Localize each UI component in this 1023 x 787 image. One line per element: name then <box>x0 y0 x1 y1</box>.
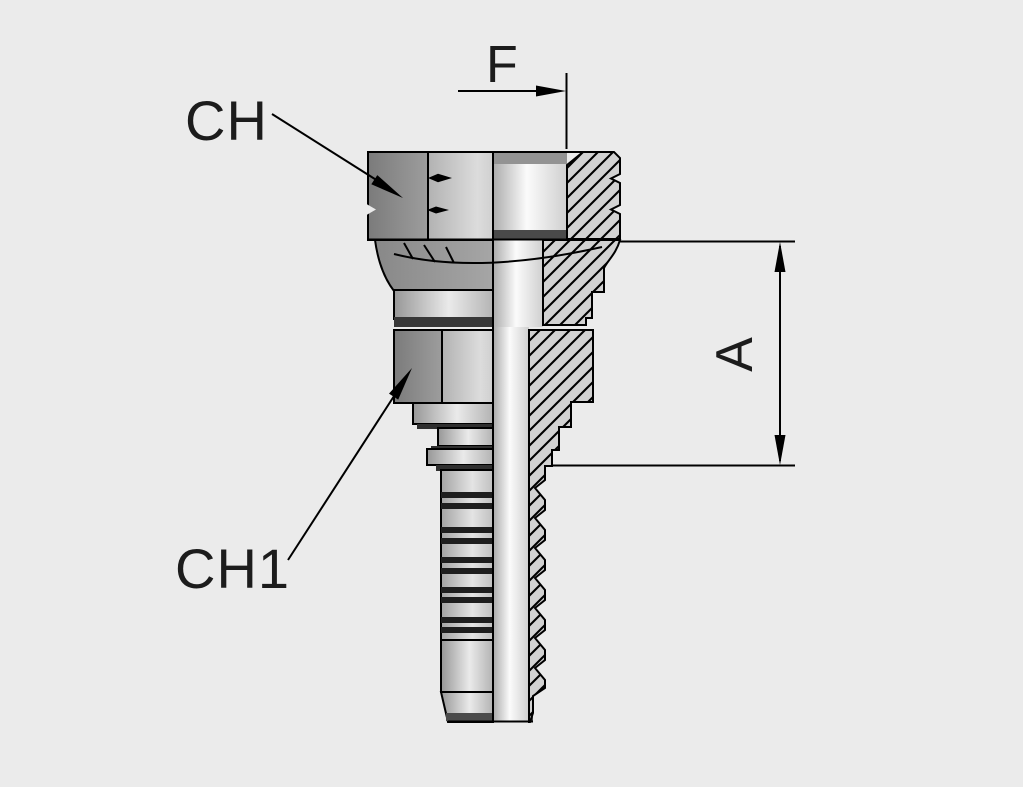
dimension-f-arrowhead-icon <box>536 85 566 97</box>
callout-ch-label: CH <box>185 89 268 152</box>
hose-tail-smooth <box>440 639 494 693</box>
callout-ch1-leader-line <box>287 392 397 561</box>
swivel-nut-skirt <box>373 239 495 292</box>
collar-gap-band <box>417 424 493 429</box>
swivel-ring <box>393 289 495 320</box>
callout-ch1-label: CH1 <box>175 537 290 600</box>
dimension-a-arrowhead-down-icon <box>774 435 786 465</box>
lower-hex-facet-light <box>441 329 494 404</box>
tail-bore <box>494 327 529 722</box>
section-half <box>494 151 622 723</box>
cone-arc <box>393 246 603 264</box>
callout-ch-leader-line <box>271 113 379 182</box>
section-nut-wall <box>566 151 621 240</box>
callout-ch1: CH1 <box>175 368 412 600</box>
section-body <box>542 239 622 326</box>
callout-ch1-arrowhead-icon <box>389 368 412 400</box>
tail-shoulder <box>426 448 494 466</box>
washer-collar <box>412 402 494 425</box>
cone-edge-ticks <box>403 242 455 264</box>
tail-end-band <box>446 713 533 721</box>
shoulder-gap-band <box>436 465 493 471</box>
nut-thread-bore <box>494 163 567 232</box>
section-tail-wall <box>528 329 594 723</box>
dimension-a: A <box>552 240 795 467</box>
thread-mark-diamonds <box>427 173 452 214</box>
dimension-a-label: A <box>706 336 764 372</box>
detail-lines <box>366 151 620 723</box>
swivel-nut-facet-dark <box>367 151 429 241</box>
hose-tail-grooves <box>441 492 493 633</box>
dimension-f-label: F <box>486 36 519 94</box>
stop-collar <box>437 427 494 447</box>
bore-chamfer-band <box>494 152 567 164</box>
swivel-nut-facet-light <box>427 151 495 241</box>
thread-notch-left <box>366 204 376 215</box>
body-bore <box>494 240 543 327</box>
bore-floor-band <box>494 230 567 240</box>
dimension-f: F <box>458 36 568 149</box>
dimension-a-arrowhead-up-icon <box>774 242 786 272</box>
callout-ch-arrowhead-icon <box>371 175 403 198</box>
ring-shadow-band <box>394 317 543 327</box>
external-half <box>367 151 543 723</box>
callout-ch: CH <box>185 89 403 198</box>
